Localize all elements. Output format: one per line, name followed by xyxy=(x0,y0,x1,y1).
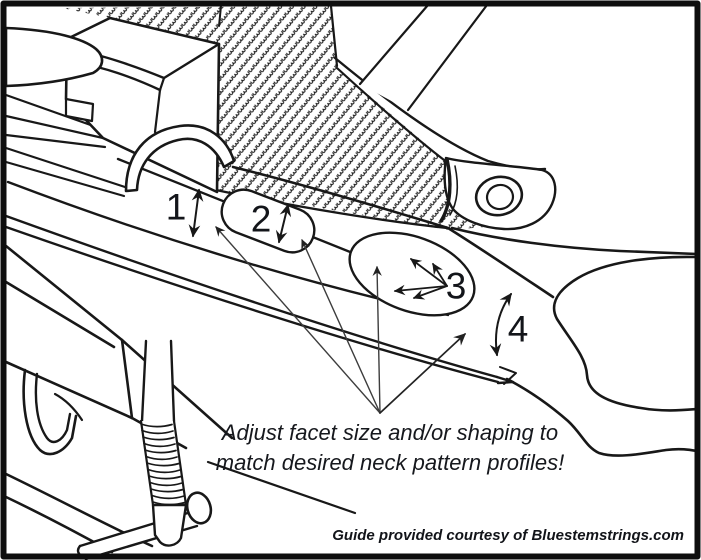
strap-texture-area xyxy=(62,6,515,230)
facet-region-3-outline xyxy=(348,231,476,317)
body-blank-top-edge xyxy=(450,226,699,256)
convergence-arrows xyxy=(215,226,466,414)
clamp-u-arm-inner xyxy=(34,372,72,444)
facet-2-measure-arrow xyxy=(275,203,292,244)
caption-arrow-to-facet-2 xyxy=(301,238,381,414)
caption-arrow-to-facet-4 xyxy=(379,333,466,414)
facet-region-2-outline xyxy=(220,188,316,254)
headstock-volute xyxy=(124,124,236,193)
table-corner-edge xyxy=(120,338,134,420)
table-lower-edge-extension xyxy=(206,460,357,515)
eyelet-tab-body xyxy=(443,156,557,231)
plank-step-block xyxy=(64,97,95,123)
screw-thread-right-edge xyxy=(172,419,188,507)
neck-heel-outline xyxy=(231,165,699,457)
nut-edge-line-a xyxy=(4,146,130,190)
screw-shank-right-edge xyxy=(169,339,176,423)
c-clamp xyxy=(4,339,213,560)
eyelet-ring-inner xyxy=(485,183,515,211)
screw-collar xyxy=(151,503,188,547)
tommy-bar-ball xyxy=(185,491,213,525)
facet-4-curved-arrow xyxy=(489,292,512,357)
screw-shank-left-edge xyxy=(140,339,148,423)
strap-return-band xyxy=(360,5,487,110)
credit-line: Guide provided courtesy of Bluestemstrin… xyxy=(332,527,684,544)
neck-bottom-outline xyxy=(505,377,699,457)
neck-top-edge-into-heel xyxy=(231,165,555,299)
facet-1-measure-arrow xyxy=(188,188,204,238)
table-top-near-edge xyxy=(4,280,116,349)
strap-left-edge-top xyxy=(218,5,222,27)
heel-profile-curve xyxy=(552,255,699,412)
table-top-far-edge xyxy=(4,244,124,342)
annotation-arrows xyxy=(188,188,512,414)
clamp-arm-arc xyxy=(53,392,84,422)
caption-line-2: match desired neck pattern profiles! xyxy=(215,450,565,475)
table-right-edge xyxy=(120,338,234,440)
block-band-connector xyxy=(158,76,166,92)
clamp-block-assembly xyxy=(4,16,236,194)
caption-line-1: Adjust facet size and/or shaping to xyxy=(221,420,559,445)
figure-caption: Adjust facet size and/or shaping to matc… xyxy=(216,418,565,478)
eyelet-ring-outer xyxy=(474,175,524,217)
strap-eyelet-tab xyxy=(439,156,557,231)
facet-label-2: 2 xyxy=(250,198,272,240)
caption-arrow-to-facet-1 xyxy=(215,226,381,414)
nut-edge-line-b xyxy=(4,160,126,198)
screw-shank-fill xyxy=(142,341,174,421)
strap-return-band-right-edge xyxy=(406,3,489,112)
strap-fold-edge xyxy=(329,4,339,68)
clamp-u-arm-outer xyxy=(22,368,78,456)
facet-label-1: 1 xyxy=(165,186,187,228)
eyelet-tab-crease xyxy=(449,165,459,216)
screw-thread-lines xyxy=(140,423,186,506)
clamp-strap xyxy=(62,3,547,230)
facet-regions xyxy=(220,188,476,317)
facet-3-spread-arrows xyxy=(393,258,448,300)
bench-plank xyxy=(4,26,104,88)
caption-arrow-to-facet-3 xyxy=(372,265,382,414)
headstock-edge-line-b xyxy=(4,114,105,140)
table-bottom-left-edge xyxy=(4,360,134,420)
block-front-right-edge xyxy=(153,88,162,134)
headstock-edge-line-a xyxy=(4,93,104,131)
neck-bottom-edge-inner xyxy=(4,225,500,384)
strap-return-band-left-edge xyxy=(358,3,430,86)
facet-label-4: 4 xyxy=(507,308,529,350)
block-top-right-edge xyxy=(162,42,221,80)
facet-label-3: 3 xyxy=(445,265,467,307)
headstock-edge-line-c xyxy=(4,133,107,149)
eyelet-tab-fold-edge xyxy=(439,157,452,223)
